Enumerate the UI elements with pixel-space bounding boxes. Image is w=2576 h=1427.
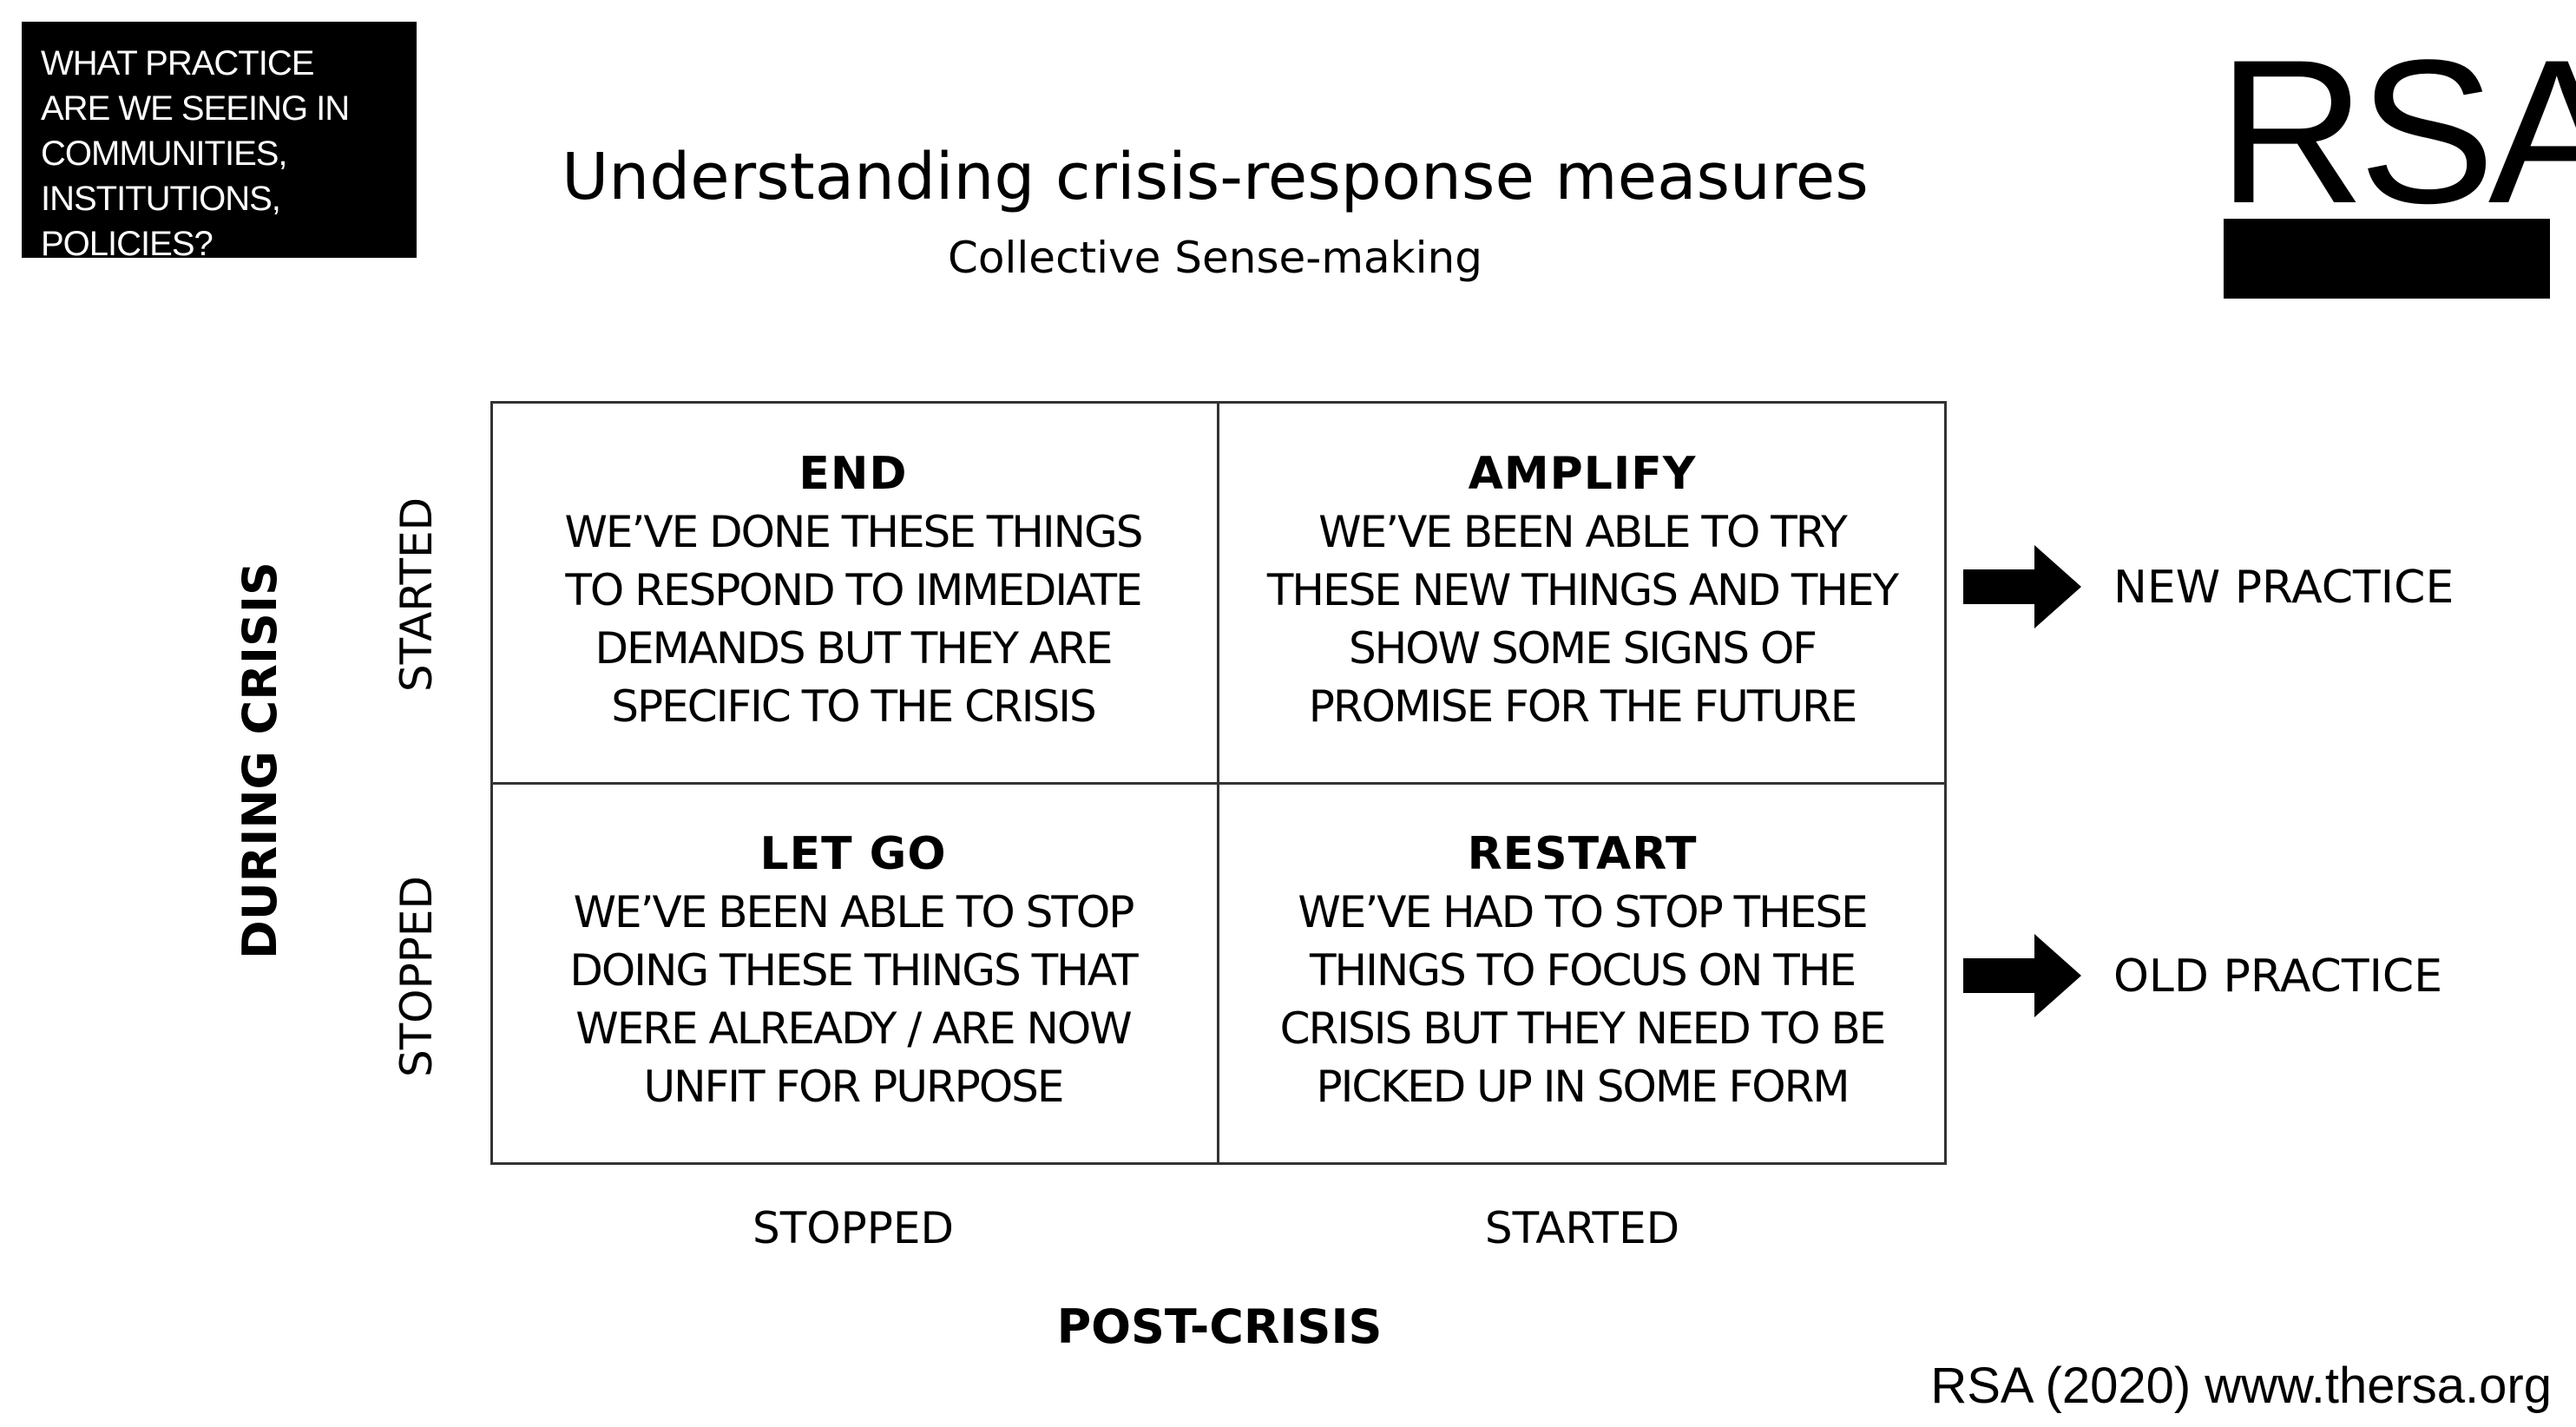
x-axis-title: POST-CRISIS: [1056, 1299, 1383, 1354]
quadrant-restart: RESTART WE’VE HAD TO STOP THESE THINGS T…: [1222, 825, 1942, 1116]
quadrant-let-go: LET GO WE’VE BEEN ABLE TO STOP DOING THE…: [493, 825, 1213, 1116]
col-label-stopped: STOPPED: [752, 1203, 955, 1253]
arrow-right-icon: [1963, 934, 2081, 1017]
quadrant-amplify: AMPLIFY WE’VE BEEN ABLE TO TRY THESE NEW…: [1222, 444, 1942, 736]
corner-question-box: WHAT PRACTICE ARE WE SEEING IN COMMUNITI…: [22, 22, 417, 263]
quadrant-end-body: WE’VE DONE THESE THINGS TO RESPOND TO IM…: [564, 507, 1143, 732]
page-subtitle: Collective Sense-making: [948, 233, 1482, 283]
citation: RSA (2020) www.thersa.org: [1930, 1358, 2552, 1414]
rsa-logo-text: RSA: [2218, 17, 2576, 247]
quadrant-end-title: END: [798, 448, 908, 500]
quadrant-amplify-body: WE’VE BEEN ABLE TO TRY THESE NEW THINGS …: [1266, 507, 1899, 732]
quadrant-end: END WE’VE DONE THESE THINGS TO RESPOND T…: [493, 444, 1213, 736]
outcome-new-practice: NEW PRACTICE: [2113, 562, 2454, 614]
quadrant-let-go-title: LET GO: [759, 828, 947, 880]
col-label-started: STARTED: [1484, 1203, 1680, 1253]
page-title: Understanding crisis-response measures: [562, 140, 1869, 214]
quadrant-let-go-body: WE’VE BEEN ABLE TO STOP DOING THESE THIN…: [569, 887, 1138, 1112]
grid-divider-horizontal: [490, 782, 1947, 785]
quadrant-restart-body: WE’VE HAD TO STOP THESE THINGS TO FOCUS …: [1279, 887, 1887, 1112]
arrow-right-icon: [1963, 545, 2081, 628]
quadrant-amplify-title: AMPLIFY: [1468, 448, 1697, 500]
quadrant-restart-title: RESTART: [1467, 828, 1698, 880]
row-label-started: STARTED: [391, 496, 442, 693]
row-label-stopped: STOPPED: [391, 875, 442, 1078]
y-axis-title: DURING CRISIS: [233, 562, 287, 959]
outcome-old-practice: OLD PRACTICE: [2113, 950, 2443, 1003]
rsa-logo-bar: [2224, 219, 2550, 299]
